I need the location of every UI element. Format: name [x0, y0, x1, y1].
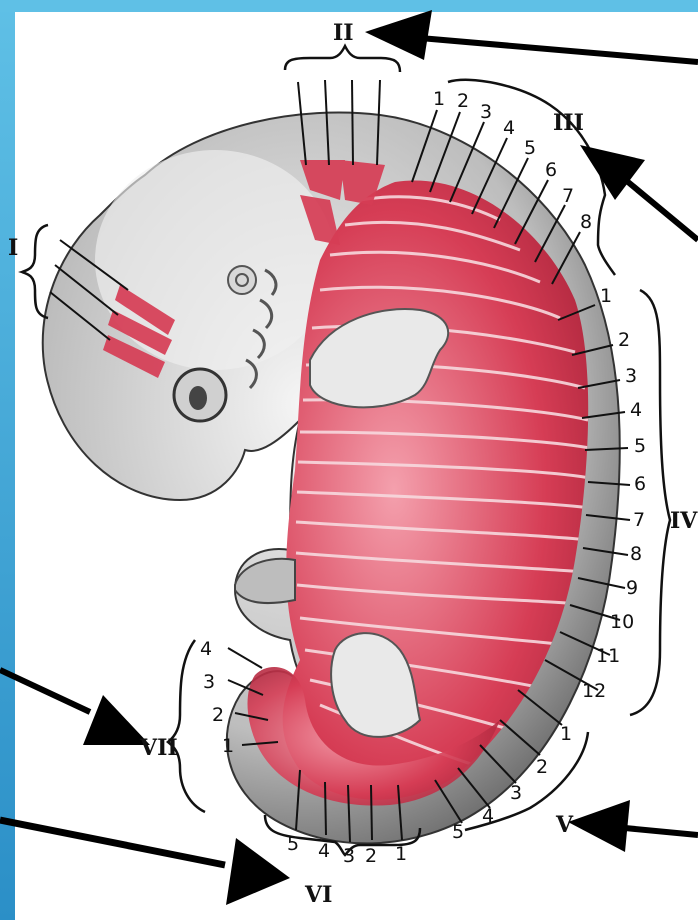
- arrow-to-vii: [0, 670, 150, 745]
- num-iv-4: 4: [630, 399, 642, 421]
- num-iv-9: 9: [626, 577, 638, 599]
- num-iv-3: 3: [625, 365, 637, 387]
- num-iii-1: 1: [433, 88, 445, 110]
- num-vii-4: 4: [200, 638, 212, 660]
- label-group-i: I: [8, 235, 18, 261]
- label-group-iv: IV: [670, 508, 698, 534]
- num-vii-3: 3: [203, 671, 215, 693]
- num-v-5: 5: [452, 821, 464, 843]
- num-iii-4: 4: [503, 117, 515, 139]
- num-iv-7: 7: [633, 509, 645, 531]
- numbers-group-vii: 4 3 2 1: [200, 638, 234, 757]
- num-iii-7: 7: [562, 185, 574, 207]
- num-iv-6: 6: [634, 473, 646, 495]
- num-iii-6: 6: [545, 159, 557, 181]
- num-v-3: 3: [510, 782, 522, 804]
- left-frame-strip: [0, 0, 15, 920]
- num-vi-2: 2: [365, 845, 377, 867]
- num-vi-3: 3: [343, 845, 355, 867]
- brace-vii: [168, 640, 205, 812]
- num-iv-10: 10: [610, 611, 634, 633]
- num-iv-5: 5: [634, 435, 646, 457]
- num-v-1: 1: [560, 723, 572, 745]
- num-iv-1: 1: [600, 285, 612, 307]
- num-vi-5: 5: [287, 833, 299, 855]
- num-iv-2: 2: [618, 329, 630, 351]
- num-iv-12: 12: [582, 680, 606, 702]
- num-iv-8: 8: [630, 543, 642, 565]
- num-vii-1: 1: [222, 735, 234, 757]
- num-iii-8: 8: [580, 211, 592, 233]
- arrow-to-v: [568, 800, 698, 852]
- num-v-4: 4: [482, 805, 494, 827]
- num-iii-5: 5: [524, 137, 536, 159]
- arrow-to-ii: [365, 10, 698, 62]
- brace-i: [22, 225, 48, 318]
- otic-vesicle: [228, 266, 256, 294]
- num-iv-11: 11: [596, 645, 620, 667]
- arrow-to-vi: [0, 820, 290, 905]
- label-group-iii: III: [553, 110, 584, 136]
- num-v-2: 2: [536, 756, 548, 778]
- label-group-ii: II: [333, 20, 354, 46]
- brace-ii: [285, 46, 400, 72]
- num-iii-2: 2: [457, 90, 469, 112]
- brace-iv: [630, 290, 670, 715]
- num-iii-3: 3: [480, 101, 492, 123]
- label-group-vi: VI: [304, 882, 332, 908]
- label-group-v: V: [555, 812, 574, 838]
- label-group-vii: VII: [139, 735, 178, 761]
- top-frame-strip: [0, 0, 698, 12]
- num-vi-1: 1: [395, 843, 407, 865]
- num-vi-4: 4: [318, 840, 330, 862]
- num-vii-2: 2: [212, 704, 224, 726]
